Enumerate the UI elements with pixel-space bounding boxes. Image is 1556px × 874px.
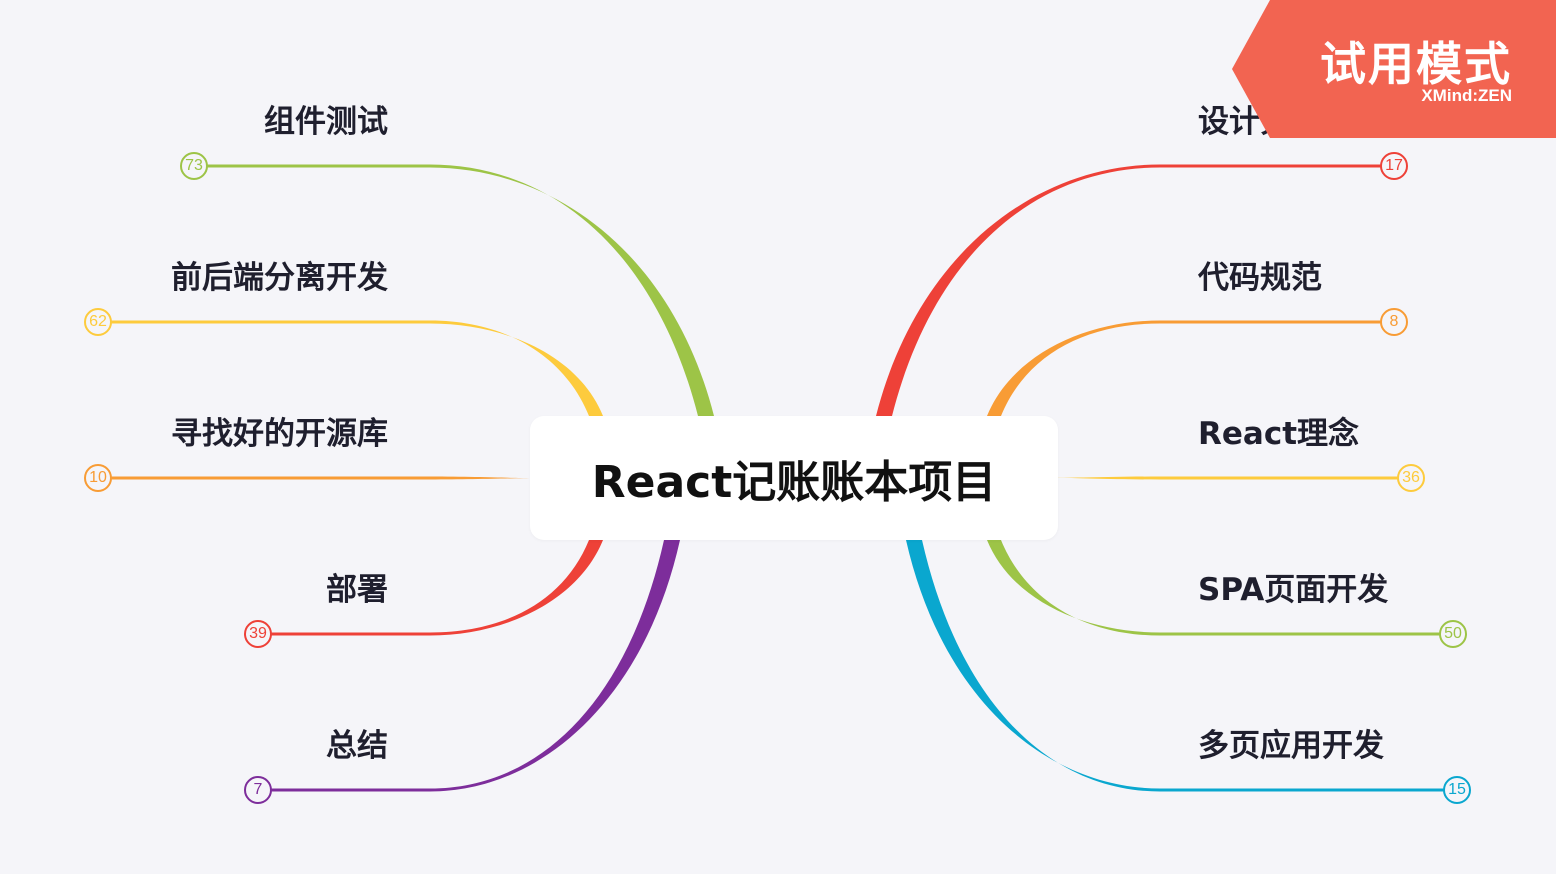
branch-label-react-concepts[interactable]: React理念 (1198, 416, 1360, 452)
collapsed-count-badge[interactable]: 10 (84, 464, 112, 492)
branch-curve (876, 164, 1160, 416)
watermark-background (1232, 0, 1556, 138)
central-topic[interactable]: React记账账本项目 (530, 416, 1058, 540)
branch-label-summary[interactable]: 总结 (326, 728, 388, 764)
branch-curve (430, 164, 714, 416)
branch-curve (906, 540, 1160, 792)
branch-curve (987, 320, 1160, 416)
collapsed-count-badge[interactable]: 73 (180, 152, 208, 180)
trial-mode-title: 试用模式 (1320, 37, 1512, 91)
branch-label-component-testing[interactable]: 组件测试 (264, 104, 388, 140)
branch-curve (430, 476, 534, 480)
branch-label-deployment[interactable]: 部署 (326, 572, 388, 608)
collapsed-count-badge[interactable]: 50 (1439, 620, 1467, 648)
branch-curve (430, 540, 603, 636)
branch-label-code-standards[interactable]: 代码规范 (1198, 260, 1322, 296)
branch-label-spa-page-development[interactable]: SPA页面开发 (1198, 572, 1389, 608)
collapsed-count-badge[interactable]: 62 (84, 308, 112, 336)
branch-label-frontend-backend-separation[interactable]: 前后端分离开发 (171, 260, 388, 296)
collapsed-count-badge[interactable]: 39 (244, 620, 272, 648)
xmind-zen-logo: XMind:ZEN (1421, 86, 1512, 105)
branch-curve (1054, 476, 1160, 480)
collapsed-count-badge[interactable]: 15 (1443, 776, 1471, 804)
collapsed-count-badge[interactable]: 7 (244, 776, 272, 804)
collapsed-count-badge[interactable]: 17 (1380, 152, 1408, 180)
branch-curve (430, 320, 603, 416)
branch-label-open-source-libraries[interactable]: 寻找好的开源库 (171, 416, 388, 452)
branch-curve (430, 540, 680, 792)
collapsed-count-badge[interactable]: 8 (1380, 308, 1408, 336)
collapsed-count-badge[interactable]: 36 (1397, 464, 1425, 492)
branch-label-multi-page-development[interactable]: 多页应用开发 (1198, 728, 1384, 764)
branch-curve (987, 540, 1160, 636)
trial-mode-watermark: 试用模式 XMind:ZEN (1232, 0, 1556, 138)
